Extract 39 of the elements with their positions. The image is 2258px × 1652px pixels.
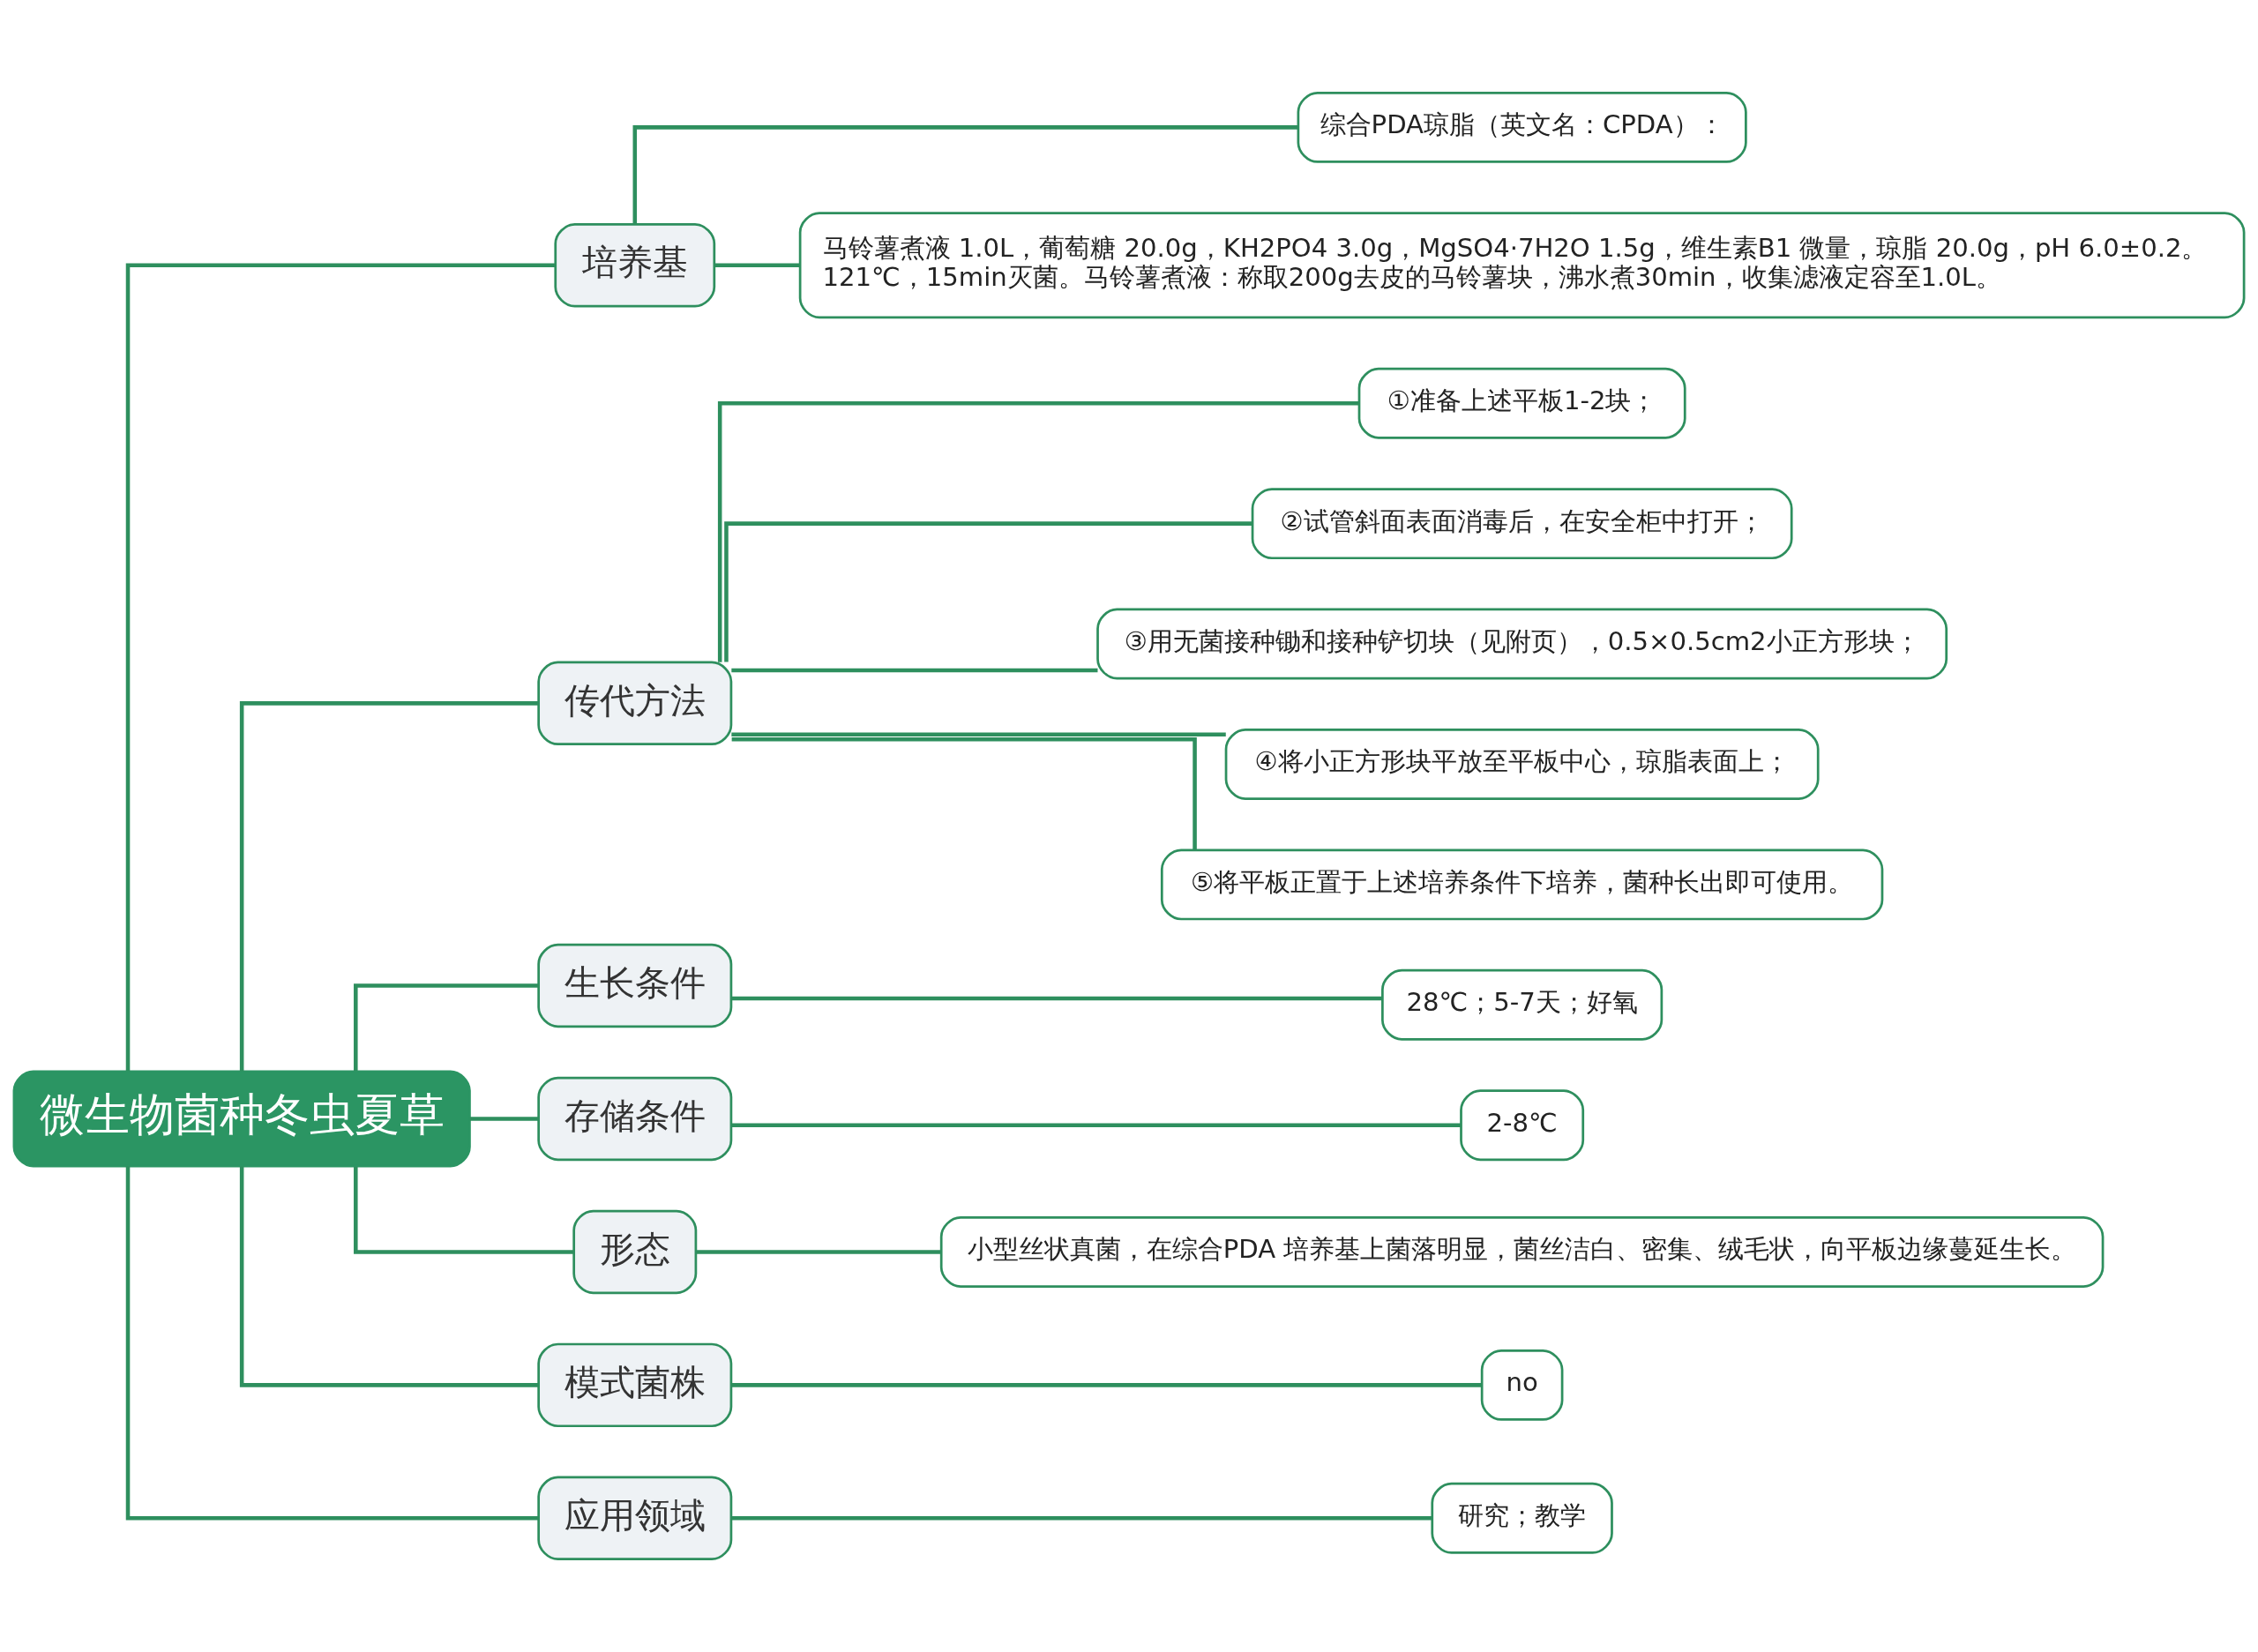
node-box: 微生物菌种冬虫夏草 [12, 1070, 471, 1168]
connector [239, 701, 539, 1072]
node-box: 培养基 [554, 223, 716, 308]
connector [714, 263, 801, 268]
node-box: 模式菌株 [537, 1342, 733, 1428]
node-box: 马铃薯煮液 1.0L，葡萄糖 20.0g，KH2PO4 3.0g，MgSO4·7H2O 1.5g，维生素B1 微量，琼脂 20.0g，pH 6.0±0.2。121℃，15min灭菌。马铃薯煮液：称取200g去皮的马铃薯块，沸水煮30min，收集滤液定容至1.0L。 [798, 212, 2246, 319]
connector [125, 1166, 539, 1521]
node-box: 小型丝状真菌，在综合PDA 培养基上菌落明显，菌丝洁白、密集、绒毛状，向平板边缘蔓延生长。 [939, 1215, 2105, 1288]
connector [731, 1123, 1462, 1127]
connector [632, 125, 1298, 224]
connector [125, 263, 556, 1072]
connector [695, 1250, 941, 1254]
node-box: 传代方法 [537, 661, 733, 746]
connector [731, 737, 1197, 850]
node-box: 应用领域 [537, 1476, 733, 1561]
node-box: 生长条件 [537, 943, 733, 1028]
node-box: 研究；教学 [1431, 1482, 1613, 1554]
connector [731, 1383, 1482, 1387]
node-box: 2-8℃ [1460, 1089, 1585, 1162]
connector [731, 668, 1098, 673]
connector [354, 983, 538, 1071]
node-box: 综合PDA琼脂（英文名：CPDA）： [1297, 91, 1747, 163]
connector [731, 996, 1382, 1001]
node-box: ④将小正方形块平放至平板中心，琼脂表面上； [1224, 729, 1820, 800]
connector [354, 1166, 574, 1254]
node-box: 存储条件 [537, 1076, 733, 1162]
node-box: ①准备上述平板1-2块； [1357, 367, 1686, 439]
connector [724, 521, 1252, 662]
node-box: no [1480, 1349, 1564, 1421]
node-box: 28℃；5-7天；好氧 [1381, 968, 1664, 1041]
node-box: ③用无菌接种锄和接种铲切块（见附页），0.5×0.5cm2小正方形块； [1096, 608, 1948, 680]
node-box: 形态 [572, 1209, 698, 1295]
node-box: ⑤将平板正置于上述培养条件下培养，菌种长出即可使用。 [1160, 848, 1884, 921]
connector [731, 732, 1226, 737]
connector [717, 400, 1359, 662]
node-box: ②试管斜面表面消毒后，在安全柜中打开； [1251, 488, 1793, 560]
connector [469, 1117, 539, 1121]
connector [731, 1516, 1432, 1521]
connector [239, 1166, 539, 1387]
